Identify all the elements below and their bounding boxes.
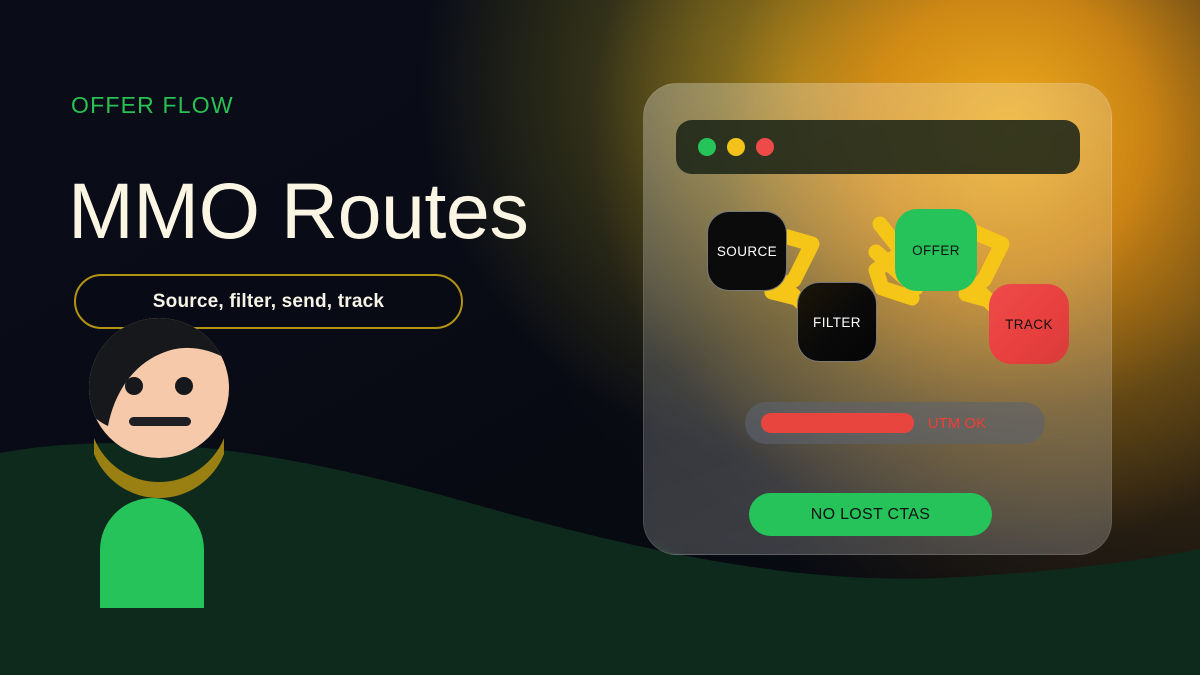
flow-node-source-label: SOURCE bbox=[716, 243, 778, 259]
card-wave-tint bbox=[644, 548, 673, 554]
no-lost-ctas-button[interactable]: NO LOST CTAS bbox=[749, 493, 992, 536]
flow-node-filter-label: FILTER bbox=[813, 314, 861, 330]
left-eye bbox=[125, 377, 143, 395]
tagline-badge-label: Source, filter, send, track bbox=[152, 290, 385, 312]
mouth-shape bbox=[129, 417, 191, 426]
browser-mockup-card: SOURCE FILTER OFFER TRACK UTM OK NO LOST… bbox=[643, 83, 1112, 555]
page-title: MMO Routes bbox=[68, 166, 529, 255]
flow-node-filter[interactable]: FILTER bbox=[797, 282, 877, 362]
body-shape bbox=[100, 498, 204, 608]
flow-node-track[interactable]: TRACK bbox=[989, 284, 1069, 364]
hair-shape bbox=[89, 318, 229, 426]
utm-status-row: UTM OK bbox=[745, 402, 1045, 444]
right-eye bbox=[175, 377, 193, 395]
character-illustration bbox=[89, 318, 229, 608]
eyebrow-label: OFFER FLOW bbox=[71, 92, 234, 118]
flow-node-source[interactable]: SOURCE bbox=[707, 211, 787, 291]
tagline-badge: Source, filter, send, track bbox=[74, 274, 463, 329]
window-titlebar bbox=[676, 120, 1080, 174]
flow-node-offer[interactable]: OFFER bbox=[895, 209, 977, 291]
background-wave bbox=[0, 443, 1200, 675]
window-green-dot[interactable] bbox=[698, 138, 716, 156]
window-yellow-dot[interactable] bbox=[727, 138, 745, 156]
collar-shape bbox=[94, 438, 224, 499]
utm-progress-bar bbox=[761, 413, 914, 433]
window-red-dot[interactable] bbox=[756, 138, 774, 156]
utm-status-label: UTM OK bbox=[927, 414, 987, 432]
flow-node-offer-label: OFFER bbox=[912, 242, 960, 258]
flow-node-track-label: TRACK bbox=[1005, 316, 1053, 332]
